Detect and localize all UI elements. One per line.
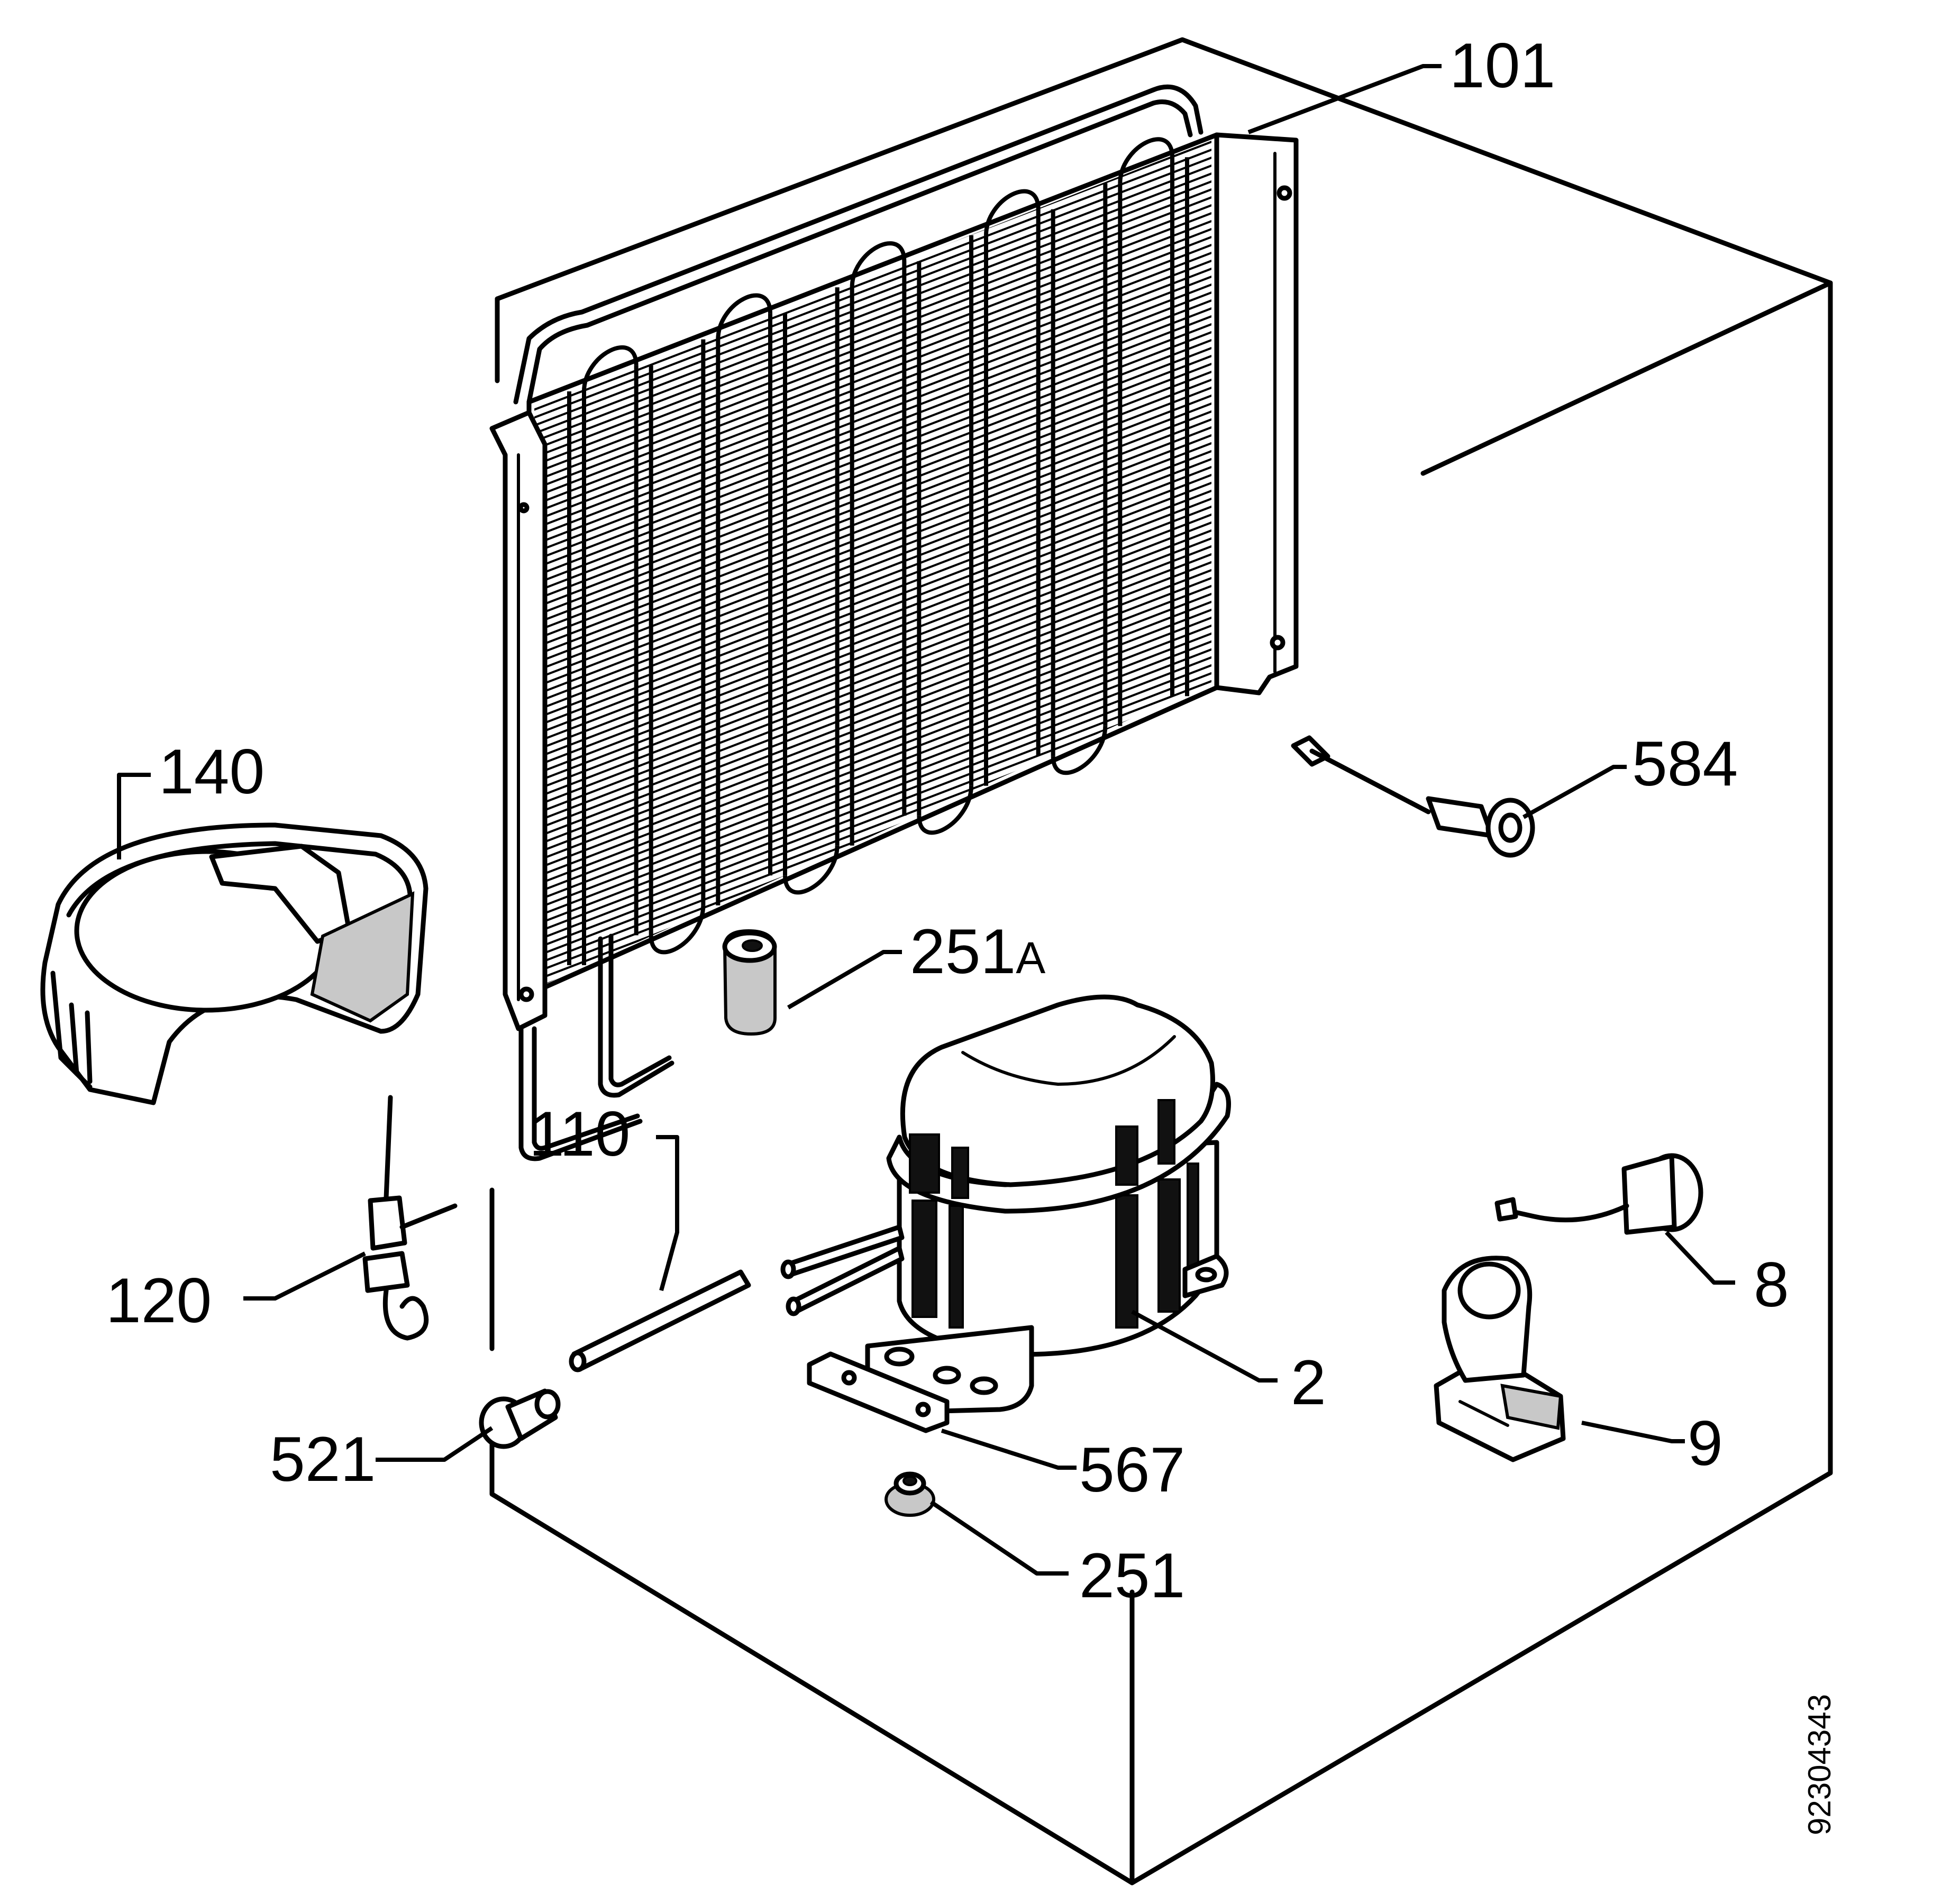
grommet-251A [722, 929, 777, 1036]
label-251a: 251A [910, 916, 1045, 987]
label-110: 110 [529, 1099, 630, 1169]
coil-bend [984, 189, 1041, 235]
thermal-relay-8 [1494, 1153, 1703, 1235]
part-labels: 101 140 251A 584 110 120 2 8 9 521 567 2… [106, 30, 1789, 1611]
document-number: 92304343 [1802, 1694, 1837, 1835]
label-251: 251 [1079, 1540, 1185, 1611]
label-584: 584 [1632, 728, 1738, 799]
coil-bend [917, 785, 973, 835]
label-9: 9 [1688, 1408, 1723, 1479]
coil-bend [850, 241, 907, 288]
coil-bend [582, 345, 639, 392]
coil-bend [783, 845, 840, 895]
grommet-251 [885, 1471, 935, 1517]
label-521: 521 [270, 1424, 376, 1495]
label-251a-suffix: A [1016, 933, 1045, 983]
coil-bend [716, 293, 772, 340]
label-140: 140 [159, 736, 265, 807]
tube-110 [569, 1269, 751, 1372]
label-567: 567 [1079, 1434, 1185, 1505]
coil-bend [1118, 137, 1174, 184]
compressor-2 [780, 994, 1231, 1415]
label-2: 2 [1291, 1347, 1326, 1418]
plug-521 [479, 1388, 561, 1449]
label-8: 8 [1754, 1249, 1789, 1320]
sensor-584 [1291, 735, 1535, 858]
label-101: 101 [1449, 30, 1555, 101]
drip-tray-140 [40, 822, 428, 1105]
coil-bend [649, 905, 706, 955]
condenser-101 [489, 84, 1299, 1161]
label-251a-number: 251 [910, 916, 1016, 987]
dryer-filter-120 [362, 1095, 458, 1341]
mounting-plate-567 [807, 1351, 950, 1433]
start-relay-9 [1434, 1256, 1566, 1462]
compressor-shading [911, 1162, 1199, 1329]
leader-lines [117, 64, 1735, 1576]
coil-bend [1051, 726, 1108, 775]
label-120: 120 [106, 1265, 212, 1336]
dome-shading [909, 1099, 1175, 1199]
cabinet-outline [489, 37, 1833, 1885]
